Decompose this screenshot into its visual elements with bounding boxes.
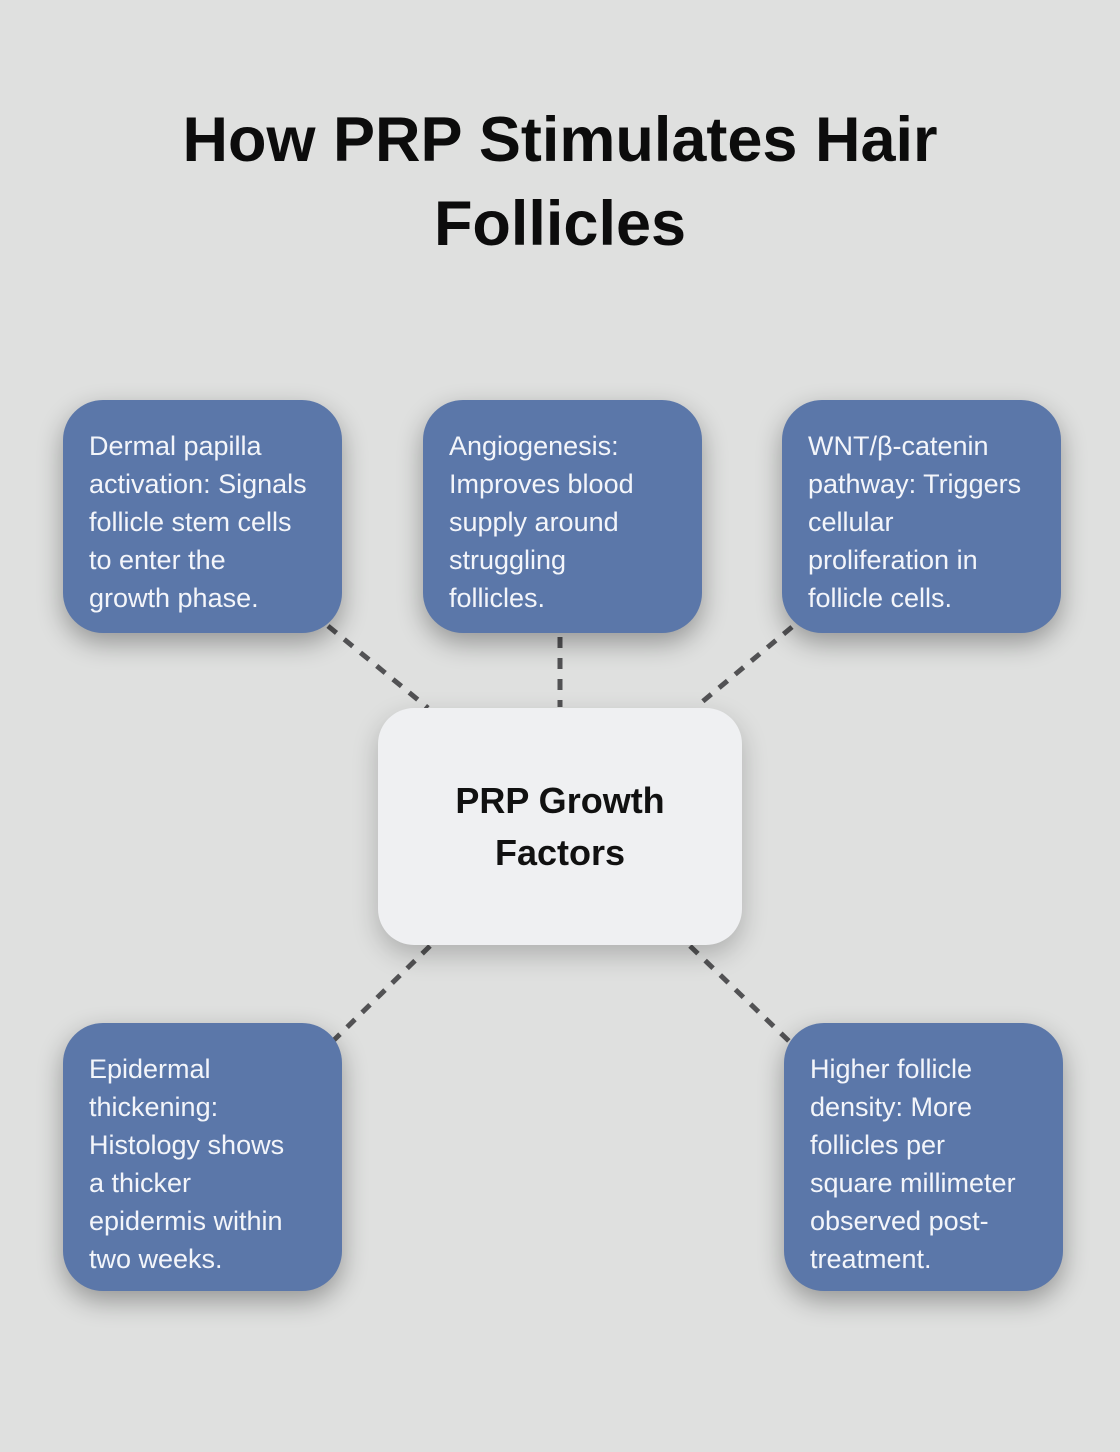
node-epidermal-thickening: Epidermal thickening: Histology shows a …	[63, 1023, 342, 1291]
node-wnt-beta-catenin-pathway-text: WNT/β-catenin pathway: Triggers cellular…	[808, 431, 1022, 613]
page-title: How PRP Stimulates Hair Follicles	[182, 105, 938, 259]
connector-center-to-bottom-right	[688, 944, 792, 1044]
center-node-label: PRP Growth Factors	[455, 779, 665, 873]
node-wnt-beta-catenin-pathway: WNT/β-catenin pathway: Triggers cellular…	[782, 400, 1061, 633]
node-angiogenesis: Angiogenesis: Improves blood supply arou…	[423, 400, 702, 633]
connector-top-right-to-center	[694, 625, 794, 709]
connector-center-to-bottom-left	[332, 944, 432, 1042]
node-epidermal-thickening-text: Epidermal thickening: Histology shows a …	[89, 1054, 285, 1274]
node-angiogenesis-text: Angiogenesis: Improves blood supply arou…	[449, 431, 634, 613]
center-node-prp-growth-factors: PRP Growth Factors	[378, 708, 742, 945]
node-dermal-papilla-activation: Dermal papilla activation: Signals folli…	[63, 400, 342, 633]
node-higher-follicle-density: Higher follicle density: More follicles …	[784, 1023, 1063, 1291]
connector-top-left-to-center	[326, 624, 430, 710]
node-higher-follicle-density-text: Higher follicle density: More follicles …	[810, 1054, 1016, 1274]
node-dermal-papilla-activation-text: Dermal papilla activation: Signals folli…	[89, 431, 307, 613]
